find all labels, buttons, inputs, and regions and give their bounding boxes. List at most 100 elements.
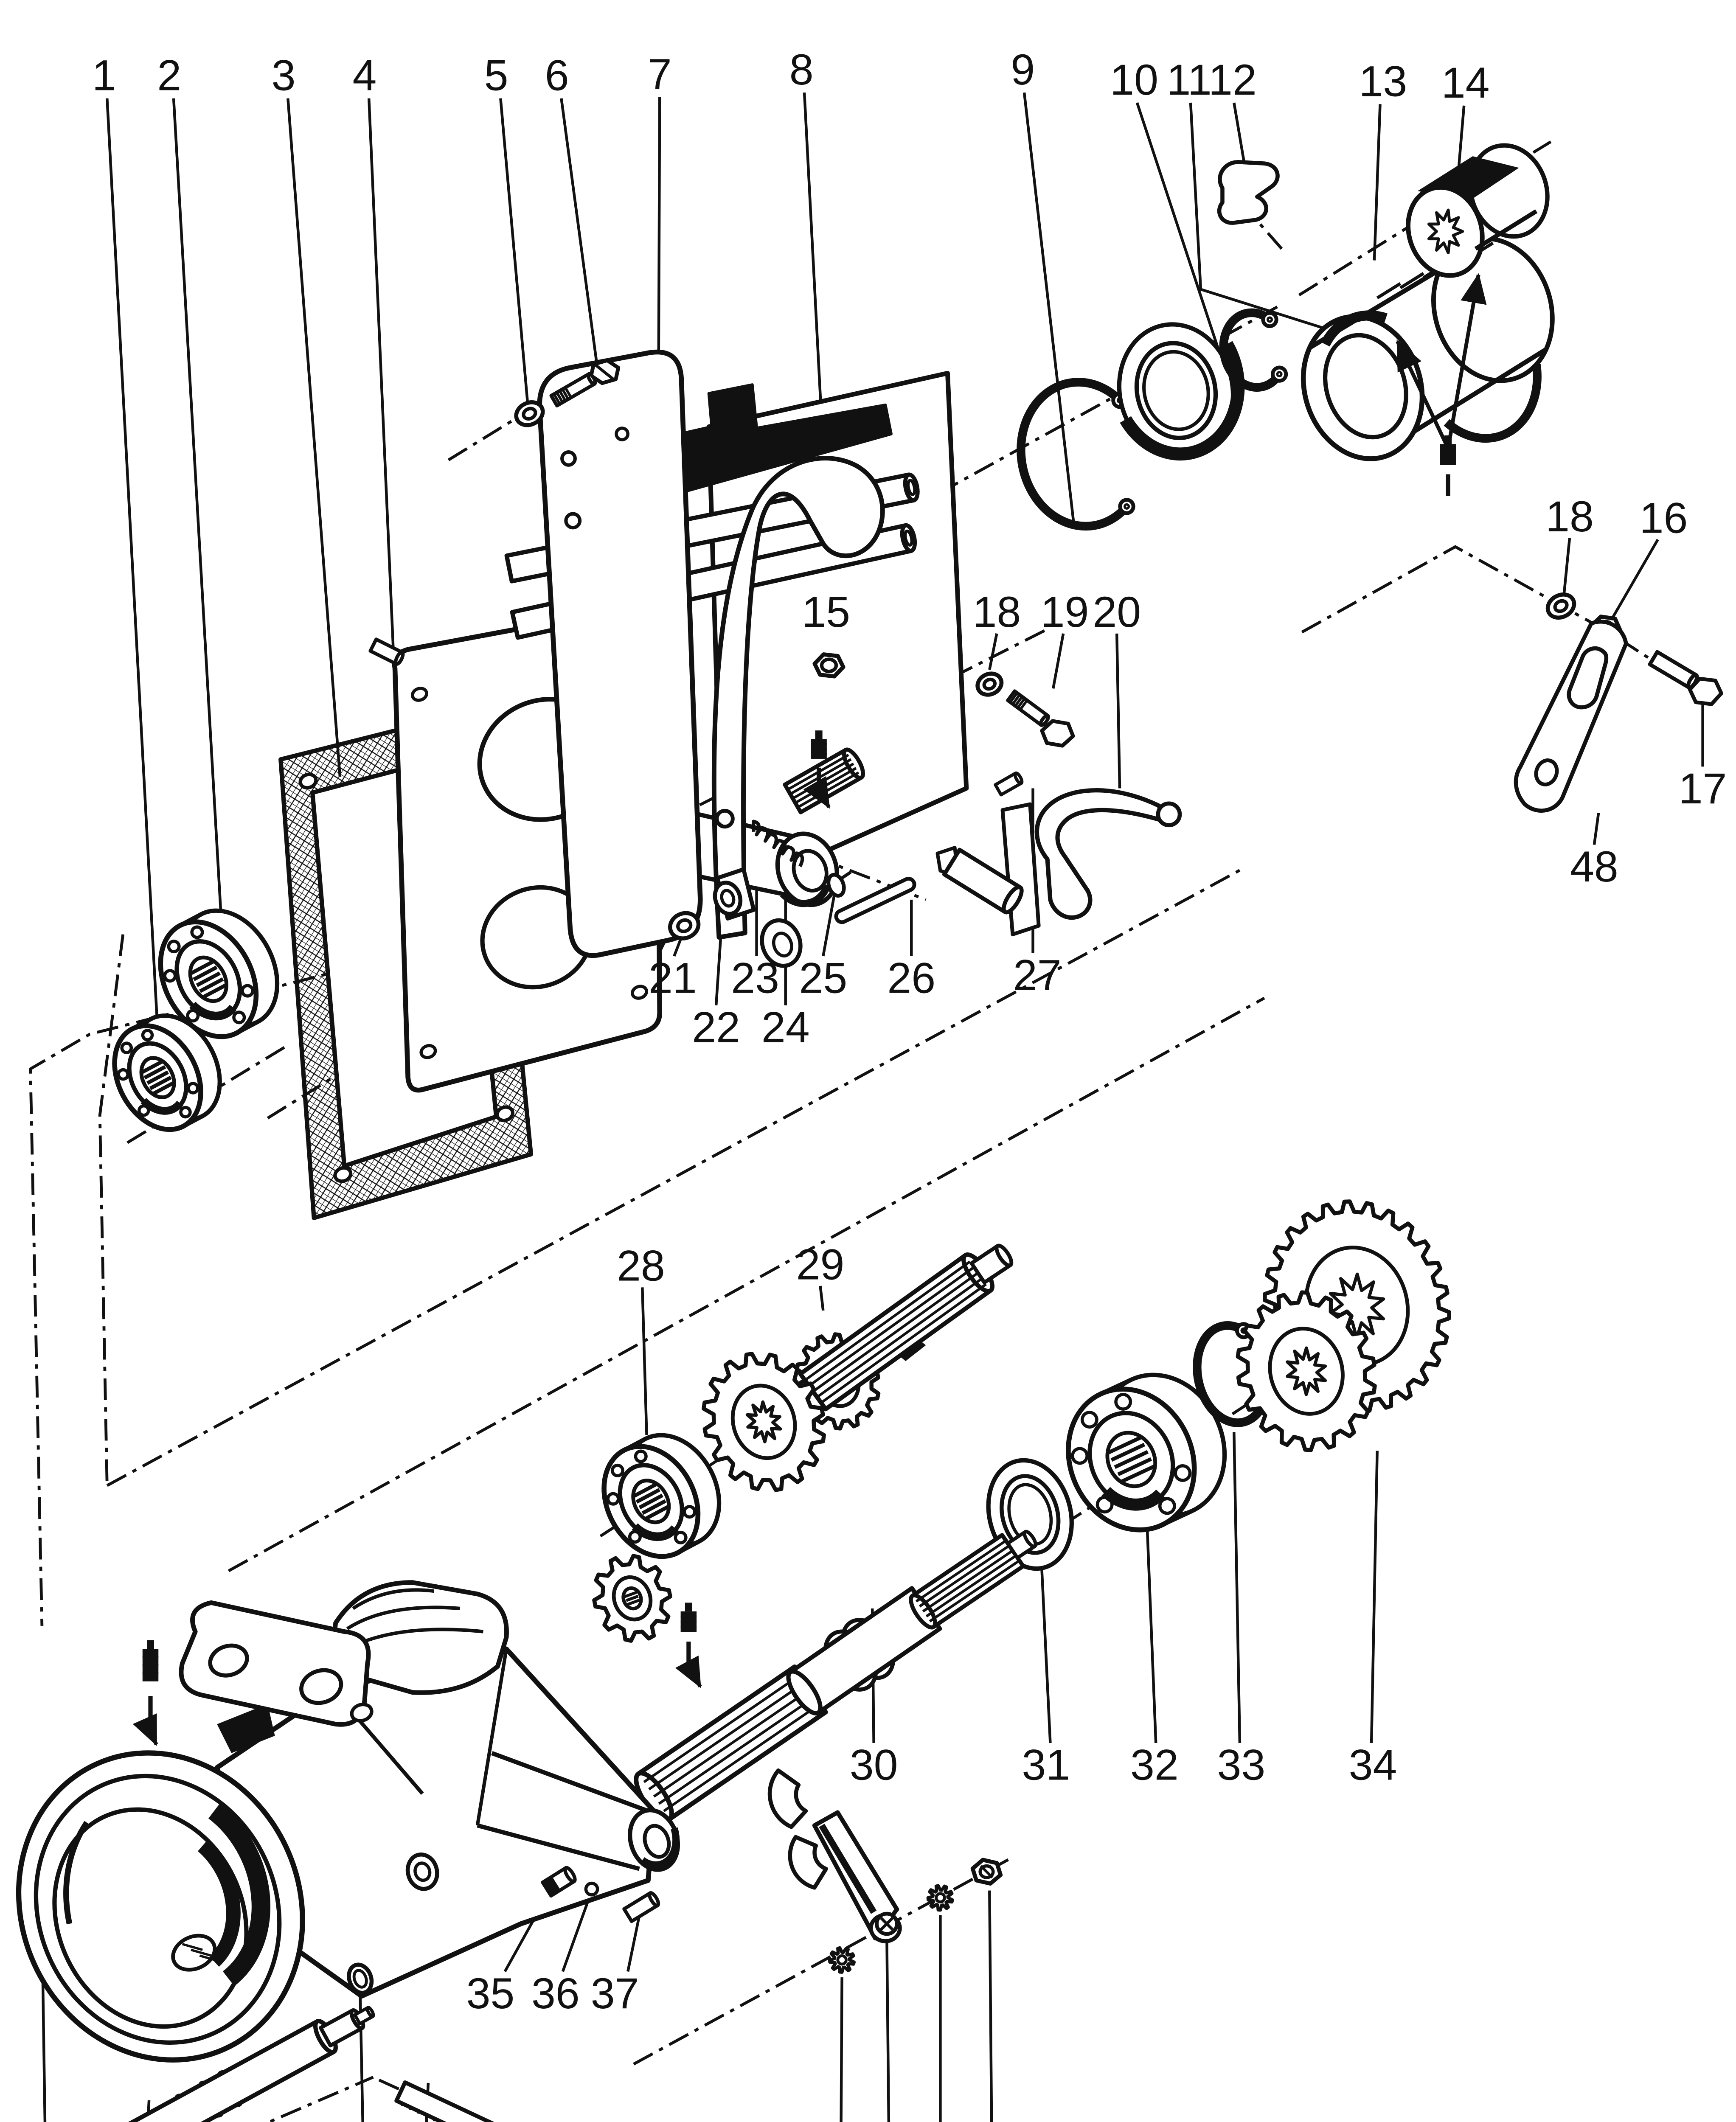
leader-line-4 [367, 98, 396, 688]
spring-24 [751, 820, 804, 867]
callout-36: 36 [531, 1969, 580, 2018]
rod41-body [394, 2080, 494, 2122]
leader-line-21 [673, 937, 683, 957]
callout-33: 33 [1217, 1740, 1265, 1789]
oring-40 [347, 1962, 374, 1995]
shift-cover-plate [537, 349, 703, 958]
callout-48: 48 [1570, 842, 1618, 891]
leader-line-5 [499, 98, 530, 408]
leader-line-14 [1457, 105, 1466, 174]
gear-29a [702, 1352, 826, 1492]
star-washer-46 [926, 1884, 954, 1912]
callout-29: 29 [796, 1240, 845, 1288]
lube-stud-arrows [1396, 273, 1487, 449]
callout-35: 35 [466, 1969, 515, 2018]
bearing-ring-10 [1117, 322, 1245, 460]
leader-line-18 [1562, 538, 1571, 596]
callout-30: 30 [850, 1740, 898, 1789]
leader-line-44 [840, 1977, 843, 2122]
ball-23 [715, 808, 735, 829]
axis-dashdot-19 [447, 412, 525, 461]
bolt19-shank [1006, 689, 1051, 727]
axis-dashdot-1 [1298, 191, 1465, 297]
nut-15 [812, 652, 846, 679]
ball-bearing-32 [1066, 1373, 1227, 1533]
leader-line-48 [1593, 813, 1600, 845]
callout-10: 10 [1110, 55, 1158, 104]
leader-line-13 [1373, 104, 1382, 261]
nut-47 [970, 1858, 1003, 1886]
leader-line-19 [1052, 633, 1065, 689]
callout-24: 24 [761, 1002, 810, 1051]
roll-pin-37 [622, 1891, 660, 1923]
leader-line-11 [1189, 102, 1366, 343]
callout-18: 18 [1545, 492, 1594, 541]
bolt-19 [1040, 719, 1075, 748]
callout-27: 27 [1013, 951, 1062, 999]
bell-crank-20 [1034, 788, 1182, 920]
shaft29-stub [969, 1243, 1014, 1285]
leader-line-37 [626, 1914, 641, 1972]
callout-6: 6 [545, 51, 569, 100]
callout-3: 3 [272, 51, 296, 100]
leader-line-1 [106, 98, 159, 1032]
axis-dashdot-18 [1301, 545, 1679, 678]
rod39-tip2 [353, 2006, 375, 2026]
callout-2: 2 [157, 51, 181, 100]
set-screw-35 [541, 1866, 577, 1898]
pin-26 [834, 877, 916, 924]
callout-37: 37 [591, 1969, 639, 2018]
callout-26: 26 [887, 953, 935, 1002]
leader-line-40 [359, 1996, 364, 2122]
leader-line-2 [172, 98, 223, 922]
ball-bearing-1 [112, 1013, 222, 1132]
bolt17-head [1688, 676, 1723, 706]
leader-line-31 [1040, 1565, 1052, 1743]
callout-11: 11 [1167, 55, 1212, 104]
leader-line-28 [641, 1287, 648, 1435]
axis-dashdot-11 [265, 2076, 374, 2122]
leader-line-10 [1135, 102, 1224, 362]
callout-12: 12 [1208, 55, 1257, 104]
callout-15: 15 [802, 587, 850, 636]
callout-34: 34 [1349, 1740, 1397, 1789]
callout-17: 17 [1679, 764, 1727, 813]
parts-artwork [16, 143, 1723, 2122]
axis-dashdot-0 [867, 304, 1281, 534]
lube-nipple-housing [132, 1640, 159, 1746]
callout-9: 9 [1011, 45, 1035, 94]
plunger-cyl [942, 848, 1024, 915]
shaft30-spline-up [909, 1533, 1025, 1630]
washer-18b [1545, 592, 1576, 620]
leader-line-9 [1022, 92, 1075, 521]
callout-5: 5 [484, 51, 508, 100]
coupling-hub-14 [1406, 143, 1550, 278]
ball-bearing-2 [158, 908, 280, 1039]
callout-13: 13 [1359, 56, 1407, 105]
leader-line-25 [822, 892, 836, 957]
coupling-sleeve-13 [1301, 236, 1555, 461]
callout-8: 8 [789, 45, 814, 94]
bushing-22 [713, 867, 756, 921]
leader-line-20 [1115, 633, 1121, 789]
callout-7: 7 [648, 49, 672, 98]
washer-21 [668, 911, 701, 940]
leader-line-34 [1370, 1451, 1379, 1743]
washer-5 [514, 400, 545, 427]
screw-45 [875, 1911, 899, 1936]
callout-19: 19 [1041, 587, 1089, 636]
callout-18: 18 [972, 587, 1021, 636]
axis-dashdot-9 [228, 996, 1265, 1572]
axis-dashdot-8 [106, 866, 1245, 1487]
callout-16: 16 [1640, 494, 1688, 542]
leader-line-45 [885, 1935, 890, 2122]
callout-20: 20 [1093, 587, 1141, 636]
star-washer-44 [828, 1946, 856, 1974]
leader-line-18 [988, 633, 998, 670]
leader-line-3 [287, 98, 342, 777]
leader-line-6 [560, 98, 599, 369]
pinion-30-end [592, 1554, 672, 1643]
